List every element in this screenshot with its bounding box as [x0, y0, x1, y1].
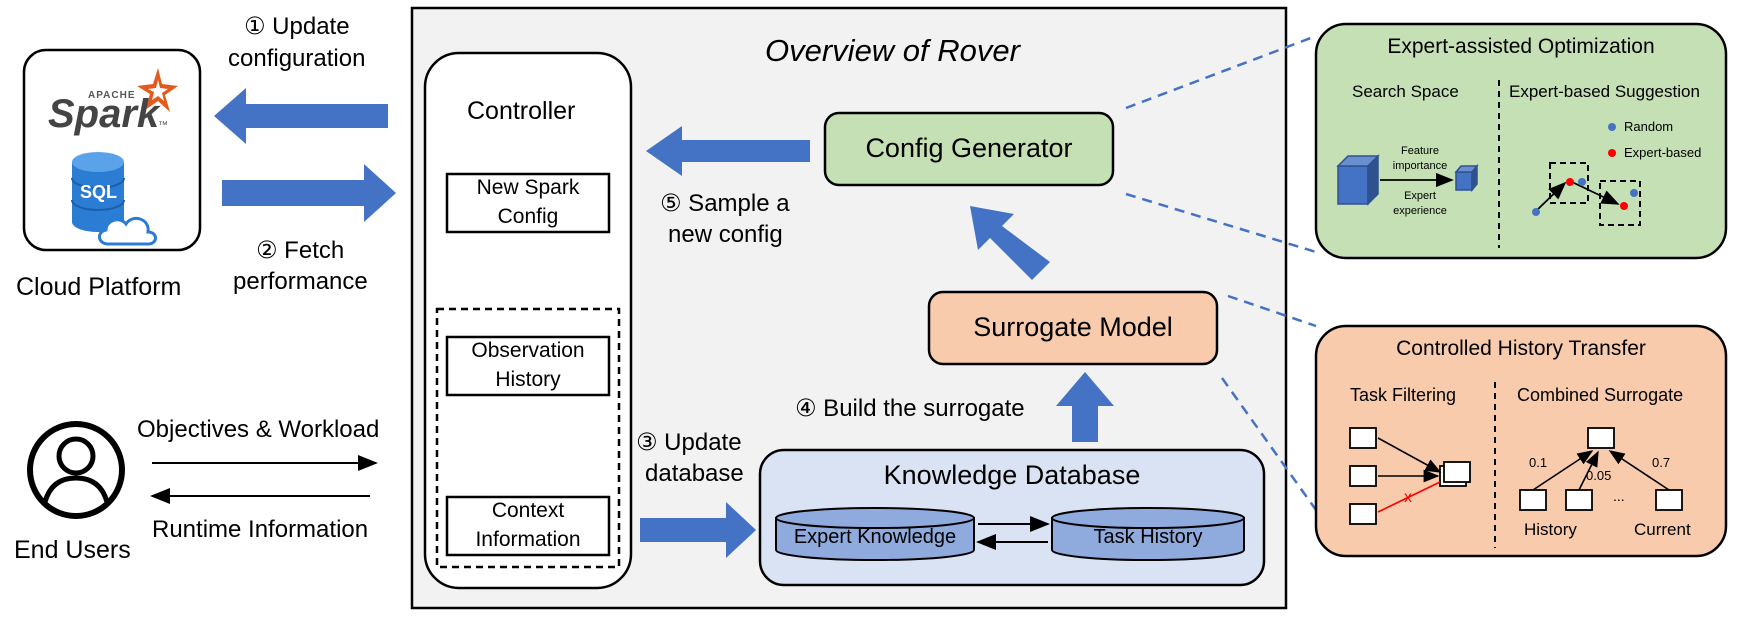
new-spark-config-box: [445, 172, 611, 234]
surrogate-to-generator-arrow: [970, 206, 1050, 280]
step4-label: ④ Build the surrogate: [795, 395, 1025, 422]
overview-title: Overview of Rover: [765, 33, 1020, 68]
expert-exp-line2: experience: [1393, 205, 1447, 217]
task-filtering-label: Task Filtering: [1350, 385, 1457, 405]
spark-apache-text: APACHE: [88, 90, 136, 101]
config-generator-box: [823, 111, 1115, 187]
expert-knowledge-cylinder: [775, 507, 975, 561]
cloud-platform-label: Cloud Platform: [16, 273, 182, 301]
build-surrogate-arrow: [1056, 372, 1114, 442]
observation-history-box: [445, 335, 611, 397]
svg-text:x: x: [1404, 489, 1412, 506]
task-history-cylinder: [1051, 507, 1245, 561]
legend-random: Random: [1624, 119, 1674, 134]
history-transfer-title: Controlled History Transfer: [1396, 337, 1646, 360]
step2-line2: performance: [233, 268, 368, 295]
sql-label: SQL: [80, 182, 118, 202]
expert-knowledge-label: Expert Knowledge: [793, 526, 957, 548]
history-transfer-panel: [1314, 324, 1728, 558]
step1-line2: configuration: [228, 45, 366, 72]
expert-suggestion-label: Expert-based Suggestion: [1509, 82, 1700, 101]
objectives-label: Objectives & Workload: [137, 416, 380, 443]
history-label: History: [1524, 520, 1577, 539]
step3-line2: database: [645, 460, 744, 487]
sql-database-icon: [71, 152, 125, 232]
step2-line1: ② Fetch: [256, 237, 345, 264]
step5-line2: new config: [668, 221, 783, 248]
context-information-box: [445, 495, 611, 557]
current-label: Current: [1634, 520, 1691, 539]
feature-line1: Feature: [1401, 145, 1439, 157]
feature-line2: importance: [1392, 160, 1448, 172]
expert-exp-line1: Expert: [1404, 190, 1436, 202]
end-users-label: End Users: [14, 536, 131, 564]
new-config-line2: Config: [497, 205, 559, 228]
controller-dashed-group: [435, 307, 621, 569]
cube-small-icon: [1454, 163, 1479, 193]
spark-logo-text: Spark: [48, 92, 160, 136]
config-generator-label: Config Generator: [865, 133, 1073, 163]
ellipsis: ...: [1613, 488, 1625, 504]
weight-2: 0.05: [1586, 468, 1612, 483]
new-config-line1: New Spark: [476, 176, 580, 199]
step1-line1: ① Update: [244, 13, 350, 40]
surrogate-model-label: Surrogate Model: [973, 312, 1173, 342]
sample-config-arrow: [646, 126, 810, 176]
legend-expert: Expert-based: [1624, 145, 1702, 160]
combined-surrogate-label: Combined Surrogate: [1517, 385, 1684, 405]
surrogate-model-box: [927, 290, 1219, 366]
fetch-performance-arrow: [222, 164, 396, 222]
weight-3: 0.7: [1652, 455, 1671, 470]
step3-line1: ③ Update: [636, 429, 742, 456]
search-space-label: Search Space: [1352, 82, 1459, 101]
obs-line1: Observation: [471, 339, 585, 362]
ctx-line1: Context: [491, 499, 565, 522]
spark-tm: ™: [158, 120, 168, 131]
cube-large-icon: [1336, 154, 1380, 206]
cloud-icon: [98, 216, 157, 246]
user-icon: [27, 421, 125, 519]
ctx-line2: Information: [475, 528, 581, 551]
update-config-arrow: [214, 88, 388, 144]
knowledge-db-title: Knowledge Database: [883, 460, 1141, 490]
step5-line1: ⑤ Sample a: [660, 190, 790, 217]
expert-opt-title: Expert-assisted Optimization: [1387, 35, 1655, 58]
controller-title: Controller: [467, 97, 576, 125]
obs-line2: History: [495, 368, 561, 391]
expert-optimization-panel: [1314, 22, 1728, 260]
update-database-arrow: [640, 502, 756, 558]
runtime-label: Runtime Information: [152, 516, 369, 543]
task-history-label: Task History: [1093, 526, 1203, 548]
weight-1: 0.1: [1529, 455, 1548, 470]
